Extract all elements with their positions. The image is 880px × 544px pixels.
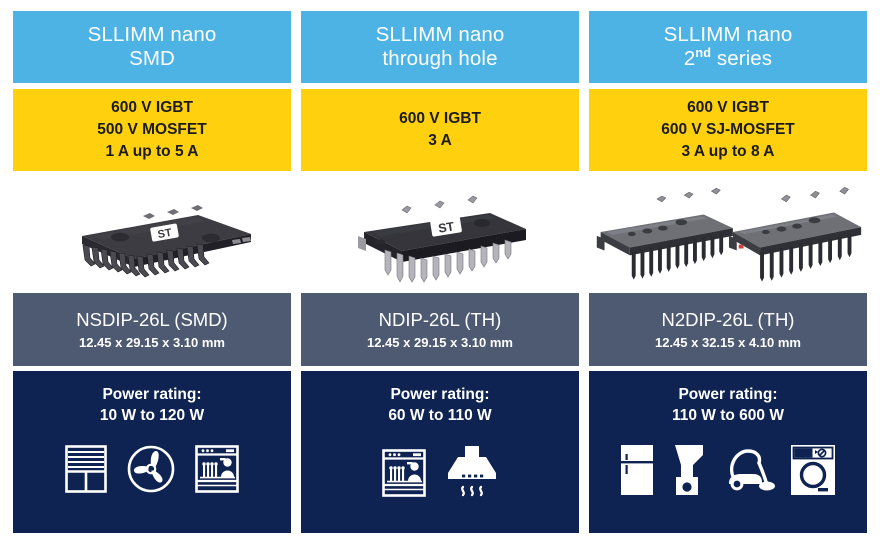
product-image-smd: ST <box>13 171 291 293</box>
washing-machine-icon <box>791 444 835 495</box>
dishwasher-icon <box>195 444 239 493</box>
package-block-through-hole: NDIP-26L (TH) 12.45 x 29.15 x 3.10 mm <box>301 293 579 366</box>
column-header-superscript: nd <box>695 45 712 61</box>
package-name: NSDIP-26L (SMD) <box>76 308 228 330</box>
n2dip-26l-package-image: ST <box>596 186 862 282</box>
power-block-smd: Power rating: 10 W to 120 W <box>13 371 291 533</box>
column-header-smd: SLLIMM nano SMD <box>13 11 291 83</box>
power-block-2nd-series: Power rating: 110 W to 600 W <box>589 371 867 533</box>
spec-block-2nd-series: 600 V IGBT 600 V SJ-MOSFET 3 A up to 8 A <box>589 89 867 171</box>
spec-line: 500 V MOSFET <box>97 121 207 138</box>
spec-line: 3 A <box>428 132 452 149</box>
spec-line: 600 V IGBT <box>399 110 481 127</box>
appliance-icon-row <box>382 445 498 497</box>
package-dimensions: 12.45 x 29.15 x 3.10 mm <box>366 334 513 350</box>
package-name: N2DIP-26L (TH) <box>661 308 795 330</box>
power-rating-title: Power rating: <box>678 386 778 403</box>
ndip-26l-package-image: ST <box>358 195 526 283</box>
spec-line: 3 A up to 8 A <box>681 143 775 160</box>
package-dimensions: 12.45 x 29.15 x 3.10 mm <box>78 334 225 350</box>
column-header-line2-text: through hole <box>382 47 498 70</box>
power-block-through-hole: Power rating: 60 W to 110 W <box>301 371 579 533</box>
power-rating-value: 110 W to 600 W <box>672 406 784 424</box>
range-hood-icon <box>448 445 496 496</box>
column-header-line1: SLLIMM nano <box>663 22 793 46</box>
appliance-icon-row <box>65 444 239 493</box>
svg-text:ST: ST <box>437 219 455 235</box>
column-header-line2: 2nd series <box>683 45 773 71</box>
spec-block-through-hole: 600 V IGBT 3 A <box>301 89 579 171</box>
column-header-line2: through hole <box>382 47 497 71</box>
product-column-smd: SLLIMM nano SMD 600 V IGBT 500 V MOSFET … <box>13 11 291 533</box>
product-image-through-hole: ST <box>301 171 579 293</box>
spec-line: 600 V IGBT <box>111 99 193 116</box>
appliance-icon-row <box>621 444 835 495</box>
spec-block-smd: 600 V IGBT 500 V MOSFET 1 A up to 5 A <box>13 89 291 171</box>
spec-line: 600 V SJ-MOSFET <box>661 121 795 138</box>
column-header-line2: SMD <box>129 47 175 71</box>
blender-icon <box>675 444 703 495</box>
vacuum-cleaner-icon <box>729 448 775 491</box>
column-header-line1: SLLIMM nano <box>87 22 217 46</box>
column-header-line2-text: SMD <box>129 47 175 70</box>
power-rating-value: 10 W to 120 W <box>99 406 205 424</box>
column-header-line2-suffix: series <box>711 47 773 70</box>
column-header-line1: SLLIMM nano <box>375 22 505 46</box>
nsdip-26l-package-image: ST <box>82 205 251 278</box>
svg-text:ST: ST <box>618 212 635 227</box>
svg-text:ST: ST <box>751 212 768 227</box>
package-block-smd: NSDIP-26L (SMD) 12.45 x 29.15 x 3.10 mm <box>13 293 291 366</box>
power-rating-title: Power rating: <box>102 386 202 403</box>
window-blind-icon <box>65 444 107 493</box>
power-rating-value: 60 W to 110 W <box>388 406 492 424</box>
product-image-2nd-series: ST <box>589 171 867 293</box>
column-header-through-hole: SLLIMM nano through hole <box>301 11 579 83</box>
power-rating-title: Power rating: <box>390 386 490 403</box>
product-column-through-hole: SLLIMM nano through hole 600 V IGBT 3 A <box>301 11 579 533</box>
svg-text:ST: ST <box>157 227 173 241</box>
column-header-line2-text: 2 <box>683 47 696 70</box>
refrigerator-icon <box>621 444 653 495</box>
spec-line: 1 A up to 5 A <box>105 143 199 160</box>
package-dimensions: 12.45 x 32.15 x 4.10 mm <box>654 334 801 350</box>
dishwasher-icon <box>382 448 426 497</box>
package-block-2nd-series: N2DIP-26L (TH) 12.45 x 32.15 x 4.10 mm <box>589 293 867 366</box>
fan-icon <box>127 445 175 492</box>
spec-line: 600 V IGBT <box>687 99 769 116</box>
product-column-2nd-series: SLLIMM nano 2nd series 600 V IGBT 600 V … <box>589 11 867 533</box>
column-header-2nd-series: SLLIMM nano 2nd series <box>589 11 867 83</box>
package-name: NDIP-26L (TH) <box>378 308 502 330</box>
